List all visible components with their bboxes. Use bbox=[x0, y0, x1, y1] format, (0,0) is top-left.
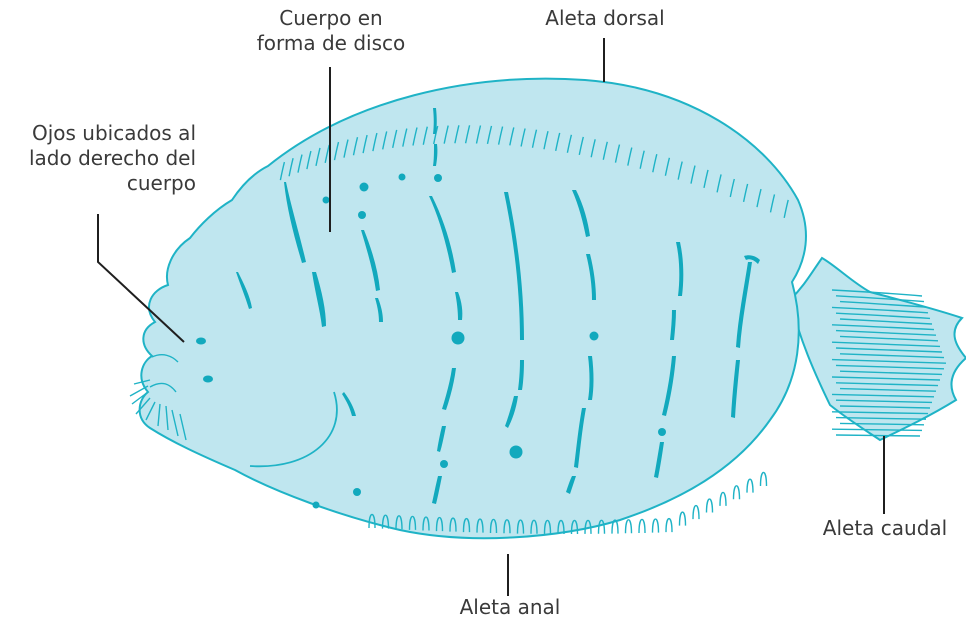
fish-body bbox=[140, 79, 806, 539]
label-body-shape: Cuerpo en forma de disco bbox=[243, 6, 419, 56]
label-body-shape-line-2: forma de disco bbox=[243, 31, 419, 56]
label-body-shape-line-1: Cuerpo en bbox=[243, 6, 419, 31]
eye-lower bbox=[203, 376, 213, 383]
label-eyes-line-3: cuerpo bbox=[4, 171, 196, 196]
label-dorsal-fin: Aleta dorsal bbox=[520, 6, 690, 31]
label-eyes-line-1: Ojos ubicados al bbox=[4, 121, 196, 146]
label-anal-fin: Aleta anal bbox=[420, 595, 600, 620]
flounder-illustration bbox=[130, 79, 966, 539]
label-caudal-fin: Aleta caudal bbox=[810, 516, 960, 541]
label-eyes: Ojos ubicados al lado derecho del cuerpo bbox=[4, 121, 196, 196]
eye-upper bbox=[196, 338, 206, 345]
label-eyes-line-2: lado derecho del bbox=[4, 146, 196, 171]
